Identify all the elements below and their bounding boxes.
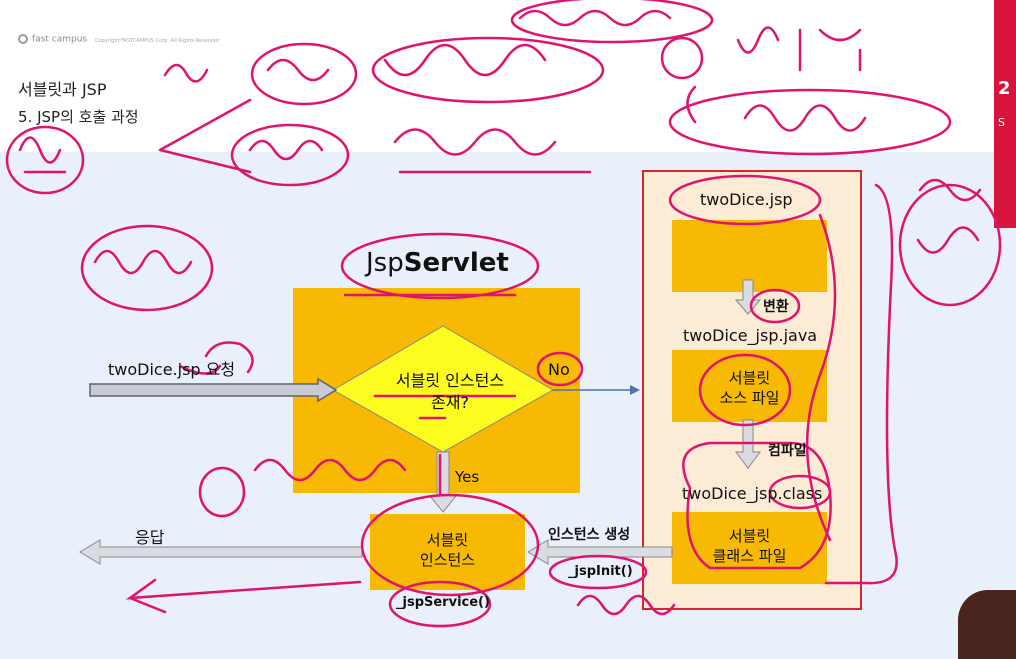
handwriting-annotations: [5, 0, 1002, 628]
class-file-line2: 클래스 파일: [712, 547, 787, 565]
decision-label: 서블릿 인스턴스 존재?: [370, 370, 530, 414]
presenter-video: [958, 590, 1016, 659]
source-file-line2: 소스 파일: [719, 389, 780, 407]
yes-arrow: [428, 451, 458, 513]
servlet-instance-label: 서블릿 인스턴스: [370, 530, 525, 570]
fastcampus-logo-icon: [18, 34, 28, 44]
file-jsp-label: twoDice.jsp: [700, 190, 793, 209]
jspservlet-title-bold: Servlet: [403, 248, 509, 278]
decision-label-line1: 서블릿 인스턴스: [395, 371, 505, 390]
response-arrow: [79, 539, 363, 565]
create-instance-label: 인스턴스 생성: [548, 527, 631, 543]
convert-label: 변환: [763, 299, 789, 315]
jspservlet-title-prefix: Jsp: [366, 248, 404, 278]
yes-label: Yes: [455, 468, 480, 486]
class-file-label: 서블릿 클래스 파일: [672, 526, 827, 566]
class-file-line1: 서블릿: [728, 527, 771, 545]
slide-title: 서블릿과 JSP: [18, 80, 107, 99]
source-file-box: [672, 350, 827, 422]
request-arrow: [89, 377, 338, 403]
request-label: twoDice.jsp 요청: [108, 360, 236, 379]
copyright-text: Copyright FASTCAMPUS Corp. All Rights Re…: [95, 37, 219, 44]
chapter-tab-number: 2: [998, 78, 1011, 99]
chapter-tab-letter: S: [998, 116, 1005, 129]
convert-arrow: [734, 279, 762, 315]
brand-header: fast campus Copyright FASTCAMPUS Corp. Al…: [18, 34, 219, 45]
no-label: No: [548, 360, 570, 379]
source-file-line1: 서블릿: [728, 369, 771, 387]
no-arrow-head: [630, 385, 640, 395]
brand-name: fast campus: [32, 34, 88, 45]
class-file-box: [672, 512, 827, 584]
slide-subtitle: 5. JSP의 호출 과정: [18, 108, 139, 126]
jspservice-label: _jspService(): [396, 595, 490, 610]
create-instance-arrow: [527, 539, 673, 565]
servlet-instance-box: [370, 514, 525, 590]
response-label: 응답: [135, 528, 165, 547]
file-class-label: twoDice_jsp.class: [682, 484, 823, 503]
servlet-instance-line1: 서블릿: [426, 531, 469, 549]
chapter-tab: 2 S: [994, 0, 1016, 228]
servlet-instance-line2: 인스턴스: [419, 551, 476, 569]
compile-label: 컴파일: [768, 443, 807, 459]
jspservlet-title: JspServlet: [366, 248, 509, 278]
decision-label-line2: 존재?: [431, 393, 469, 412]
file-java-label: twoDice_jsp.java: [683, 326, 818, 345]
source-file-label: 서블릿 소스 파일: [672, 368, 827, 408]
jspinit-label: _jspInit(): [568, 564, 633, 579]
